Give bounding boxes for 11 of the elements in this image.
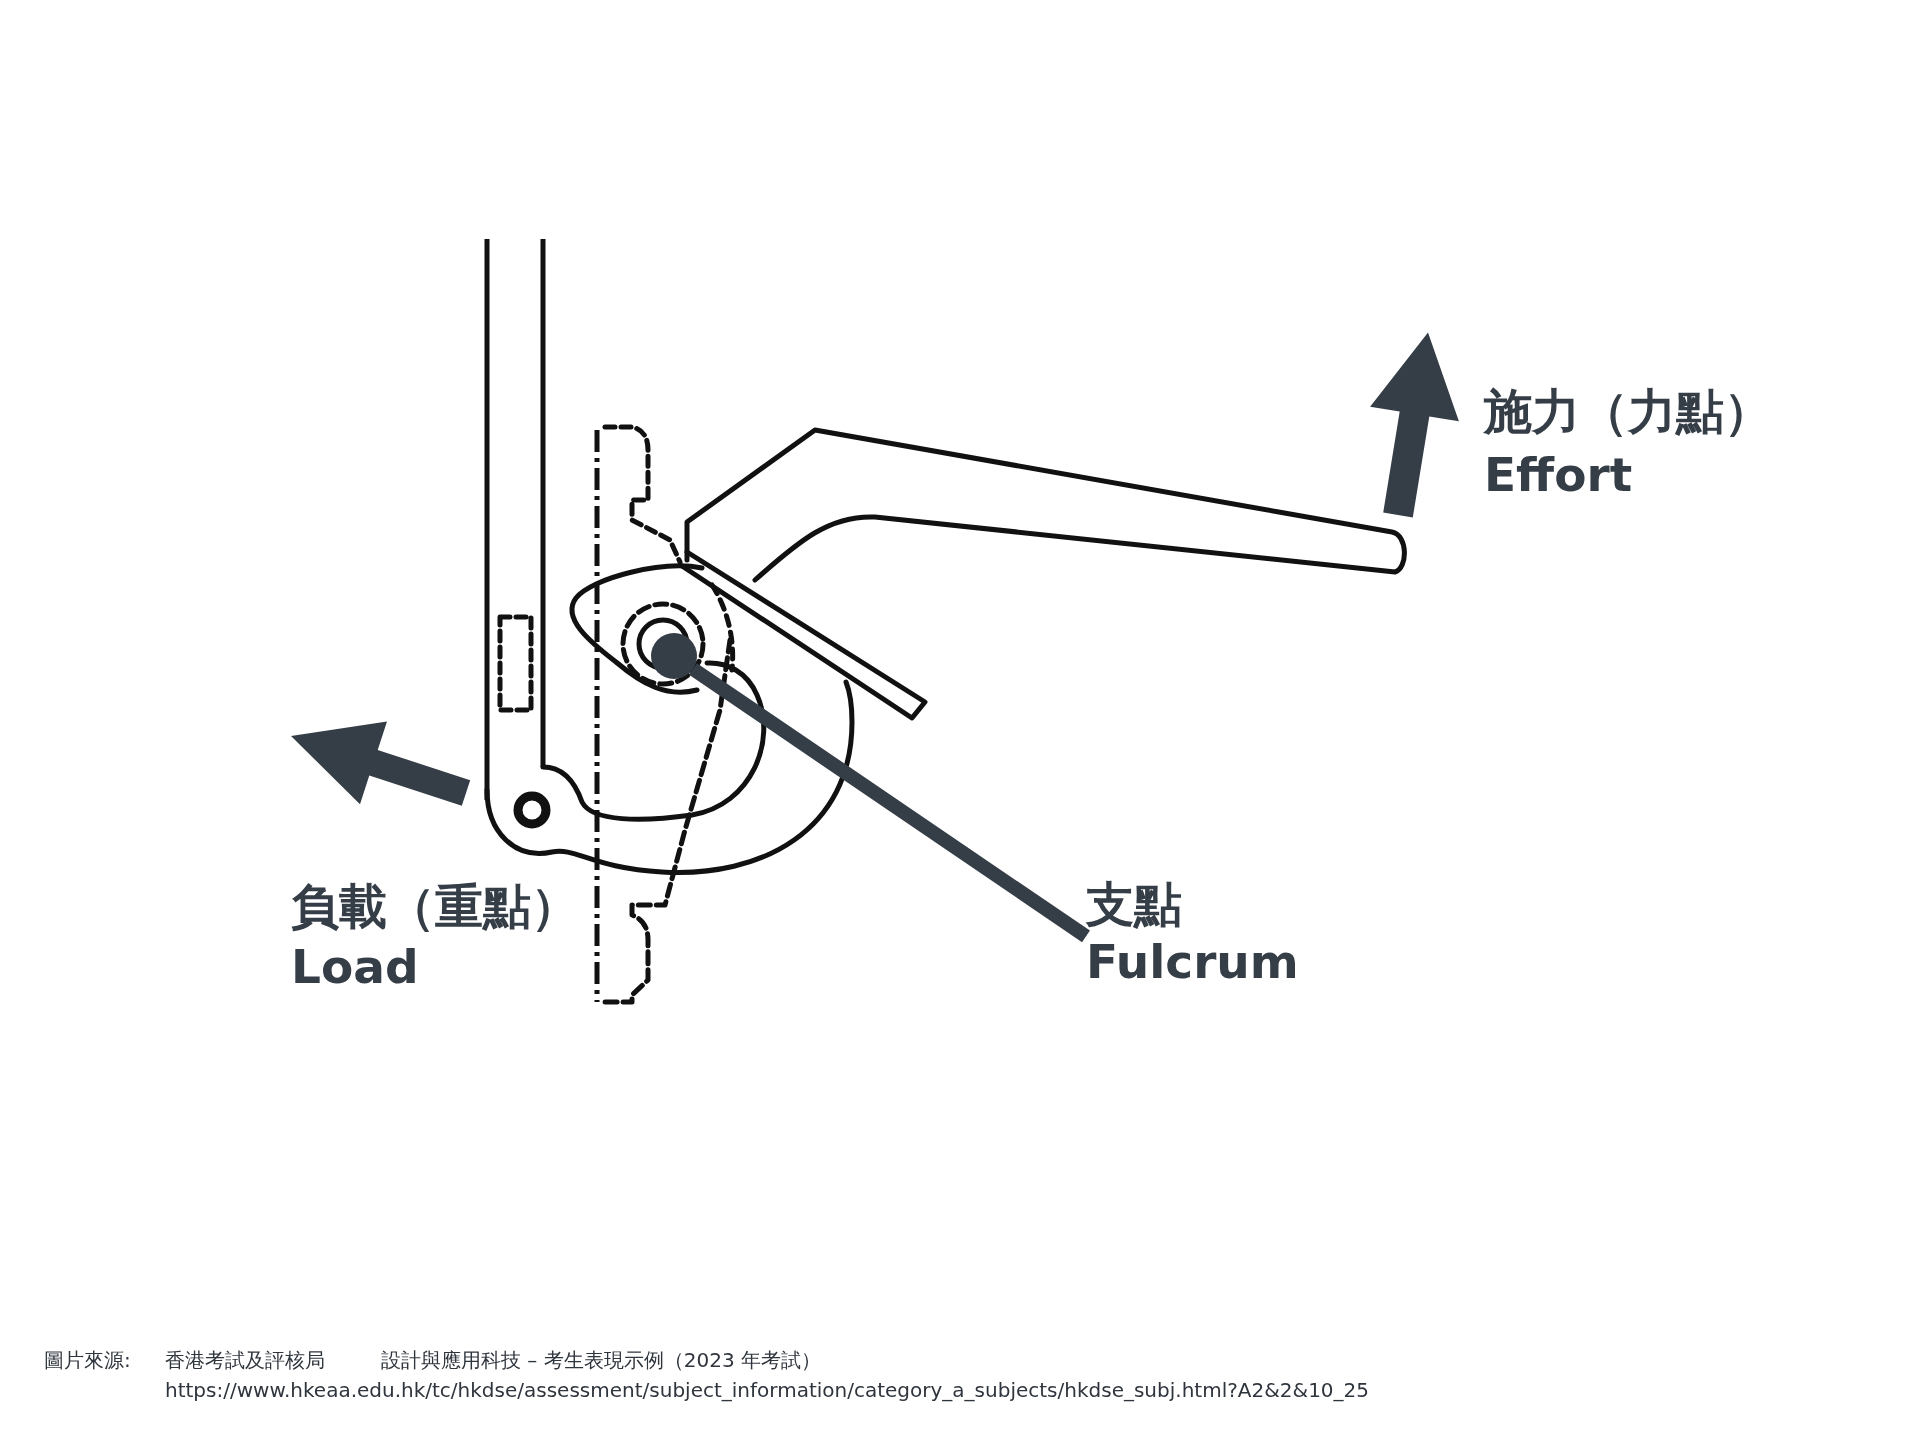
load-label: Load <box>291 939 419 996</box>
source-title: 設計與應用科技 – 考生表現示例（2023 年考試） <box>381 1348 821 1372</box>
leader-line <box>689 663 1090 943</box>
source-name: 香港考試及評核局 <box>165 1348 325 1372</box>
load-label: 負載（重點） <box>291 878 579 936</box>
fulcrum-label: 支點 Fulcrum <box>1086 876 1299 990</box>
source-label: 圖片來源: <box>44 1348 131 1372</box>
pivot-dot <box>651 633 697 679</box>
effort-label: Effort <box>1484 447 1633 504</box>
effort-label: 施力（力點） <box>1484 383 1772 441</box>
source-url: https://www.hkeaa.edu.hk/tc/hkdse/assessment/subject_information/category_a_subjects/hkdse_subj.html?A2&2&10_25 <box>165 1378 1370 1402</box>
